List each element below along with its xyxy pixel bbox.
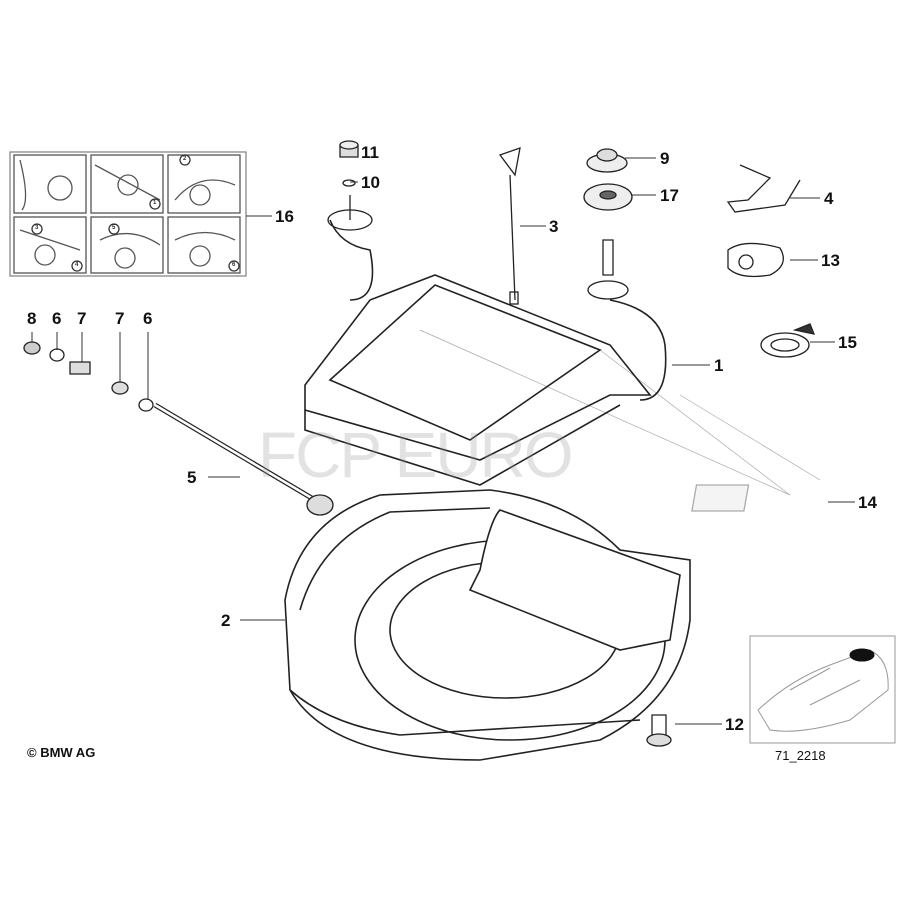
callout-12[interactable]: 12 xyxy=(725,715,744,734)
callout-14[interactable]: 14 xyxy=(858,493,877,512)
inset-step-3: 3 xyxy=(35,225,39,231)
callout-13[interactable]: 13 xyxy=(821,251,840,270)
inset-step-5: 5 xyxy=(112,225,116,231)
callout-3[interactable]: 3 xyxy=(549,217,559,236)
callout-6[interactable]: 6 xyxy=(52,309,62,328)
inset-step-2: 2 xyxy=(183,156,187,162)
callout-1[interactable]: 1 xyxy=(714,356,724,375)
callout-9[interactable]: 9 xyxy=(660,149,670,168)
copyright: © BMW AG xyxy=(27,745,96,760)
diagram-number: 71_2218 xyxy=(775,748,826,763)
callout-7[interactable]: 7 xyxy=(115,309,125,328)
watermark: FCP EURO xyxy=(258,419,574,491)
callout-4[interactable]: 4 xyxy=(824,189,834,208)
parts-small xyxy=(23,140,816,747)
instruction-inset-grid xyxy=(9,151,247,277)
callout-17[interactable]: 17 xyxy=(660,186,679,205)
callout-15[interactable]: 15 xyxy=(838,333,857,352)
inset-step-1: 1 xyxy=(153,200,157,206)
callout-16[interactable]: 16 xyxy=(275,207,294,226)
spare-wheel-holder xyxy=(304,219,667,486)
callout-11[interactable]: 11 xyxy=(361,143,379,162)
callout-6[interactable]: 6 xyxy=(143,309,153,328)
inset-step-6: 6 xyxy=(232,262,236,268)
callout-10[interactable]: 10 xyxy=(361,173,380,192)
callout-7[interactable]: 7 xyxy=(77,309,87,328)
callout-5[interactable]: 5 xyxy=(187,468,197,487)
vehicle-locator-inset xyxy=(749,635,896,744)
callout-8[interactable]: 8 xyxy=(27,309,37,328)
spare-wheel-tray xyxy=(284,489,691,761)
inset-step-4: 4 xyxy=(75,262,79,268)
callout-2[interactable]: 2 xyxy=(221,611,231,630)
